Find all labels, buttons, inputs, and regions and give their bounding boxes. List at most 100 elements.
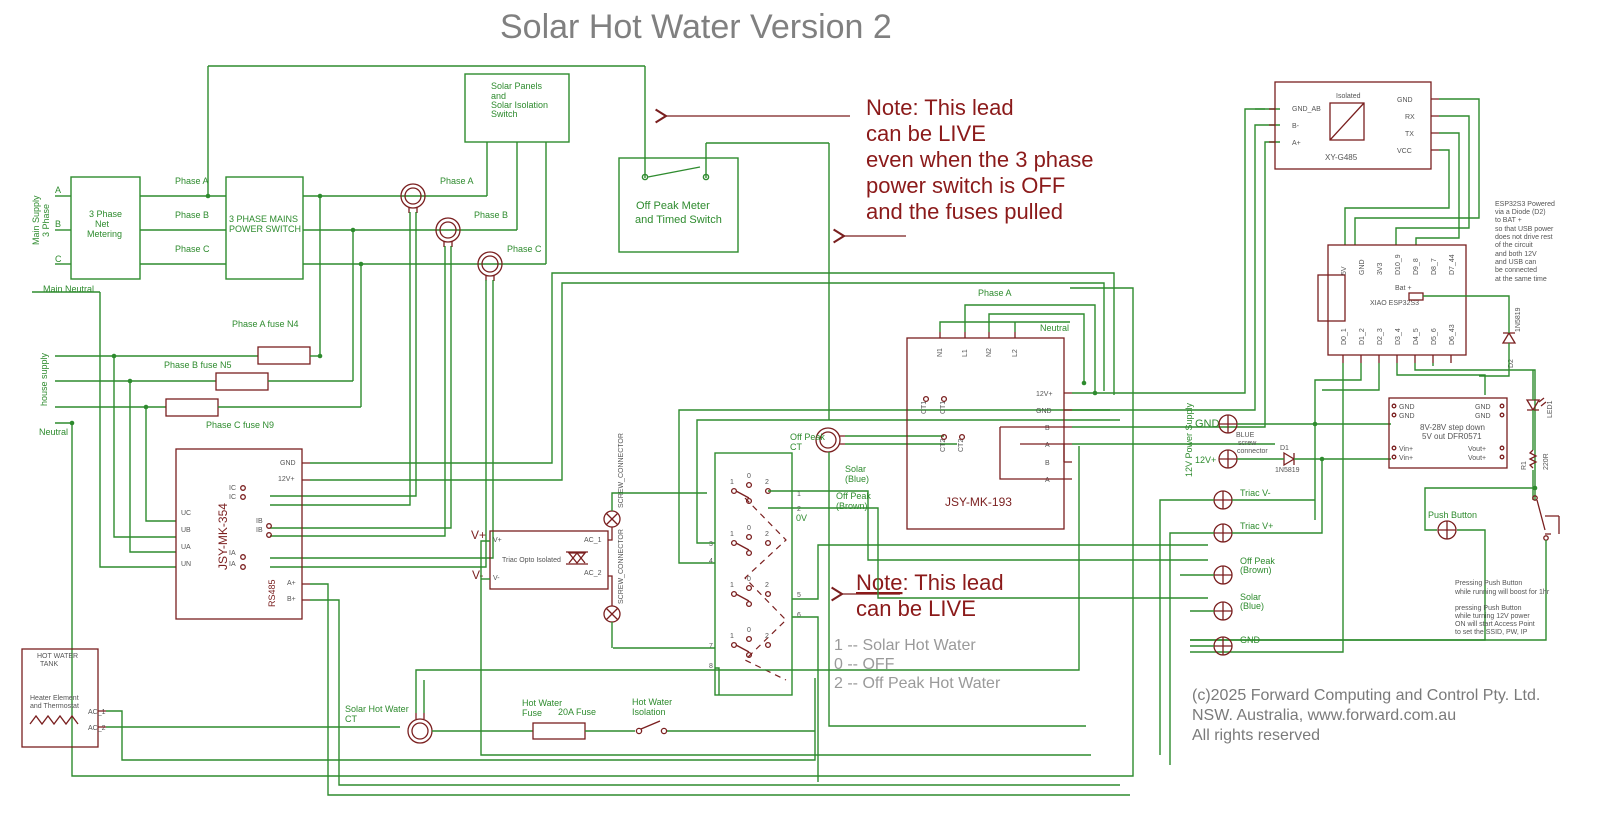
svg-text:RS485: RS485 <box>267 579 277 607</box>
svg-text:pressing Push Button: pressing Push Button <box>1455 605 1522 612</box>
note-live-lead-1: Note: This lead can be LIVE even when th… <box>866 95 1094 224</box>
svg-text:Heater Element: Heater Element <box>30 695 79 702</box>
svg-text:Phase B: Phase B <box>175 210 209 220</box>
svg-text:IC: IC <box>229 494 236 501</box>
svg-text:CT: CT <box>790 442 802 452</box>
svg-text:Triac Opto Isolated: Triac Opto Isolated <box>502 557 561 564</box>
svg-text:B+: B+ <box>287 596 296 603</box>
svg-text:Hot Water: Hot Water <box>522 698 562 708</box>
svg-text:Push Button: Push Button <box>1428 510 1477 520</box>
svg-text:2: 2 <box>765 479 769 486</box>
phase-current-transformers <box>400 183 503 281</box>
svg-text:IA: IA <box>229 550 236 557</box>
triac-control-wires <box>480 540 1091 756</box>
svg-text:5: 5 <box>797 592 801 599</box>
svg-text:JSY-MK-354: JSY-MK-354 <box>216 503 230 570</box>
svg-text:Vin+: Vin+ <box>1399 446 1413 453</box>
svg-text:D8_7: D8_7 <box>1431 258 1438 275</box>
svg-text:(c)2025 Forward Computing and: (c)2025 Forward Computing and Control Pt… <box>1192 687 1540 704</box>
switch-deck-4: 1 0 2 <box>730 627 772 659</box>
off-peak-meter-box: Off Peak Meter and Timed Switch <box>618 157 739 253</box>
svg-text:GND: GND <box>1475 413 1491 420</box>
svg-text:0: 0 <box>747 627 751 634</box>
svg-text:GND: GND <box>1240 635 1261 645</box>
svg-text:12V+: 12V+ <box>1195 455 1216 465</box>
svg-text:Vout+: Vout+ <box>1468 455 1486 462</box>
svg-text:CT2: CT2 <box>958 439 965 452</box>
svg-text:(Brown): (Brown) <box>836 501 868 511</box>
svg-text:D10_9: D10_9 <box>1395 254 1402 275</box>
svg-text:1 -- Solar Hot Water: 1 -- Solar Hot Water <box>834 637 976 654</box>
svg-text:0V: 0V <box>796 513 807 523</box>
off-peak-ct: Off Peak CT <box>790 427 1086 727</box>
rotary-selector-switch: 1 0 2 1 0 2 1 0 2 1 0 2 <box>709 452 871 696</box>
svg-text:(Blue): (Blue) <box>1240 601 1264 611</box>
svg-text:4: 4 <box>709 558 713 565</box>
xy-g485-wires <box>1255 98 1480 245</box>
svg-text:Phase A fuse N4: Phase A fuse N4 <box>232 319 299 329</box>
svg-text:1: 1 <box>730 479 734 486</box>
svg-text:Off Peak: Off Peak <box>836 491 871 501</box>
svg-text:Phase A: Phase A <box>440 176 474 186</box>
svg-text:and: and <box>491 91 506 101</box>
svg-text:AC_2: AC_2 <box>88 725 106 732</box>
switch-legend: 1 -- Solar Hot Water 0 -- OFF 2 -- Off P… <box>834 637 1001 692</box>
svg-text:LED1: LED1 <box>1547 400 1554 418</box>
svg-text:NSW. Australia, www.forward.co: NSW. Australia, www.forward.com.au <box>1192 707 1456 724</box>
mains-supply-labels: Main Supply 3 Phase house supply Neutral… <box>31 185 94 437</box>
svg-text:RX: RX <box>1405 114 1415 121</box>
svg-text:Solar Hot Water: Solar Hot Water <box>345 704 409 714</box>
switch-deck-1: 1 0 2 <box>730 473 772 505</box>
switch-deck-2: 1 0 2 <box>730 525 772 557</box>
svg-text:Phase B: Phase B <box>474 210 508 220</box>
svg-text:Off Peak: Off Peak <box>790 432 825 442</box>
xiao-esp32s3-module: XIAO ESP32S3 Bat + 5V GND 3V3 D10_9 D9_8… <box>1317 244 1467 363</box>
svg-text:IC: IC <box>229 485 236 492</box>
svg-text:6: 6 <box>797 612 801 619</box>
svg-text:does not drive rest: does not drive rest <box>1495 234 1553 241</box>
solar-hot-water-ct: Solar Hot Water CT <box>345 446 1080 744</box>
svg-text:of the circuit: of the circuit <box>1495 242 1533 249</box>
power-supply: 12V Power Supply GND 12V+ BLUE screw con… <box>1184 402 1391 477</box>
svg-text:7: 7 <box>709 643 713 650</box>
svg-text:CT1: CT1 <box>921 401 928 414</box>
svg-text:ON will start Access Point: ON will start Access Point <box>1455 621 1535 628</box>
svg-text:GND_AB: GND_AB <box>1292 106 1321 113</box>
rotary-pin-numbers: 1 2 3 4 5 6 7 8 <box>709 491 801 670</box>
svg-text:D9_8: D9_8 <box>1413 258 1420 275</box>
svg-text:to BAT +: to BAT + <box>1495 217 1522 224</box>
svg-text:Pressing Push Button: Pressing Push Button <box>1455 580 1522 587</box>
svg-text:house supply: house supply <box>39 352 49 406</box>
svg-text:0: 0 <box>747 525 751 532</box>
svg-text:Solar: Solar <box>1240 592 1261 602</box>
svg-text:D0_1: D0_1 <box>1341 328 1348 345</box>
triac-opto-module: Triac Opto Isolated V+ V- AC_1 AC_2 V+ V… <box>471 528 609 590</box>
svg-text:B: B <box>1045 425 1050 432</box>
svg-text:TANK: TANK <box>40 661 58 668</box>
svg-text:D7_44: D7_44 <box>1449 254 1456 275</box>
svg-text:CT: CT <box>345 714 357 724</box>
svg-text:XY-G485: XY-G485 <box>1325 153 1358 162</box>
svg-text:1N5819: 1N5819 <box>1515 307 1522 332</box>
svg-text:D4_5: D4_5 <box>1413 328 1420 345</box>
svg-text:GND: GND <box>1399 404 1415 411</box>
terminal-block: Triac V- Triac V+ Off Peak (Brown) Solar… <box>1159 459 1323 765</box>
svg-text:CT2: CT2 <box>940 439 947 452</box>
svg-text:1: 1 <box>730 582 734 589</box>
svg-text:V+: V+ <box>471 528 486 542</box>
svg-text:A: A <box>1045 442 1050 449</box>
svg-text:Note: This lead: Note: This lead <box>866 95 1014 120</box>
svg-text:UA: UA <box>181 544 191 551</box>
svg-text:Net: Net <box>95 219 110 229</box>
svg-text:and the fuses pulled: and the fuses pulled <box>866 199 1063 224</box>
rotary-switch-wires <box>613 409 1208 782</box>
svg-text:Note: This lead: Note: This lead <box>856 570 1004 595</box>
svg-text:power switch is OFF: power switch is OFF <box>866 173 1065 198</box>
phase-labels: Phase A Phase B Phase C Phase A Phase B … <box>175 176 542 254</box>
solar-panels-box: Solar Panels and Solar Isolation Switch <box>464 73 570 143</box>
svg-text:A+: A+ <box>287 580 296 587</box>
svg-text:2: 2 <box>797 506 801 513</box>
svg-text:3 Phase: 3 Phase <box>89 209 122 219</box>
svg-text:POWER SWITCH: POWER SWITCH <box>229 224 301 234</box>
